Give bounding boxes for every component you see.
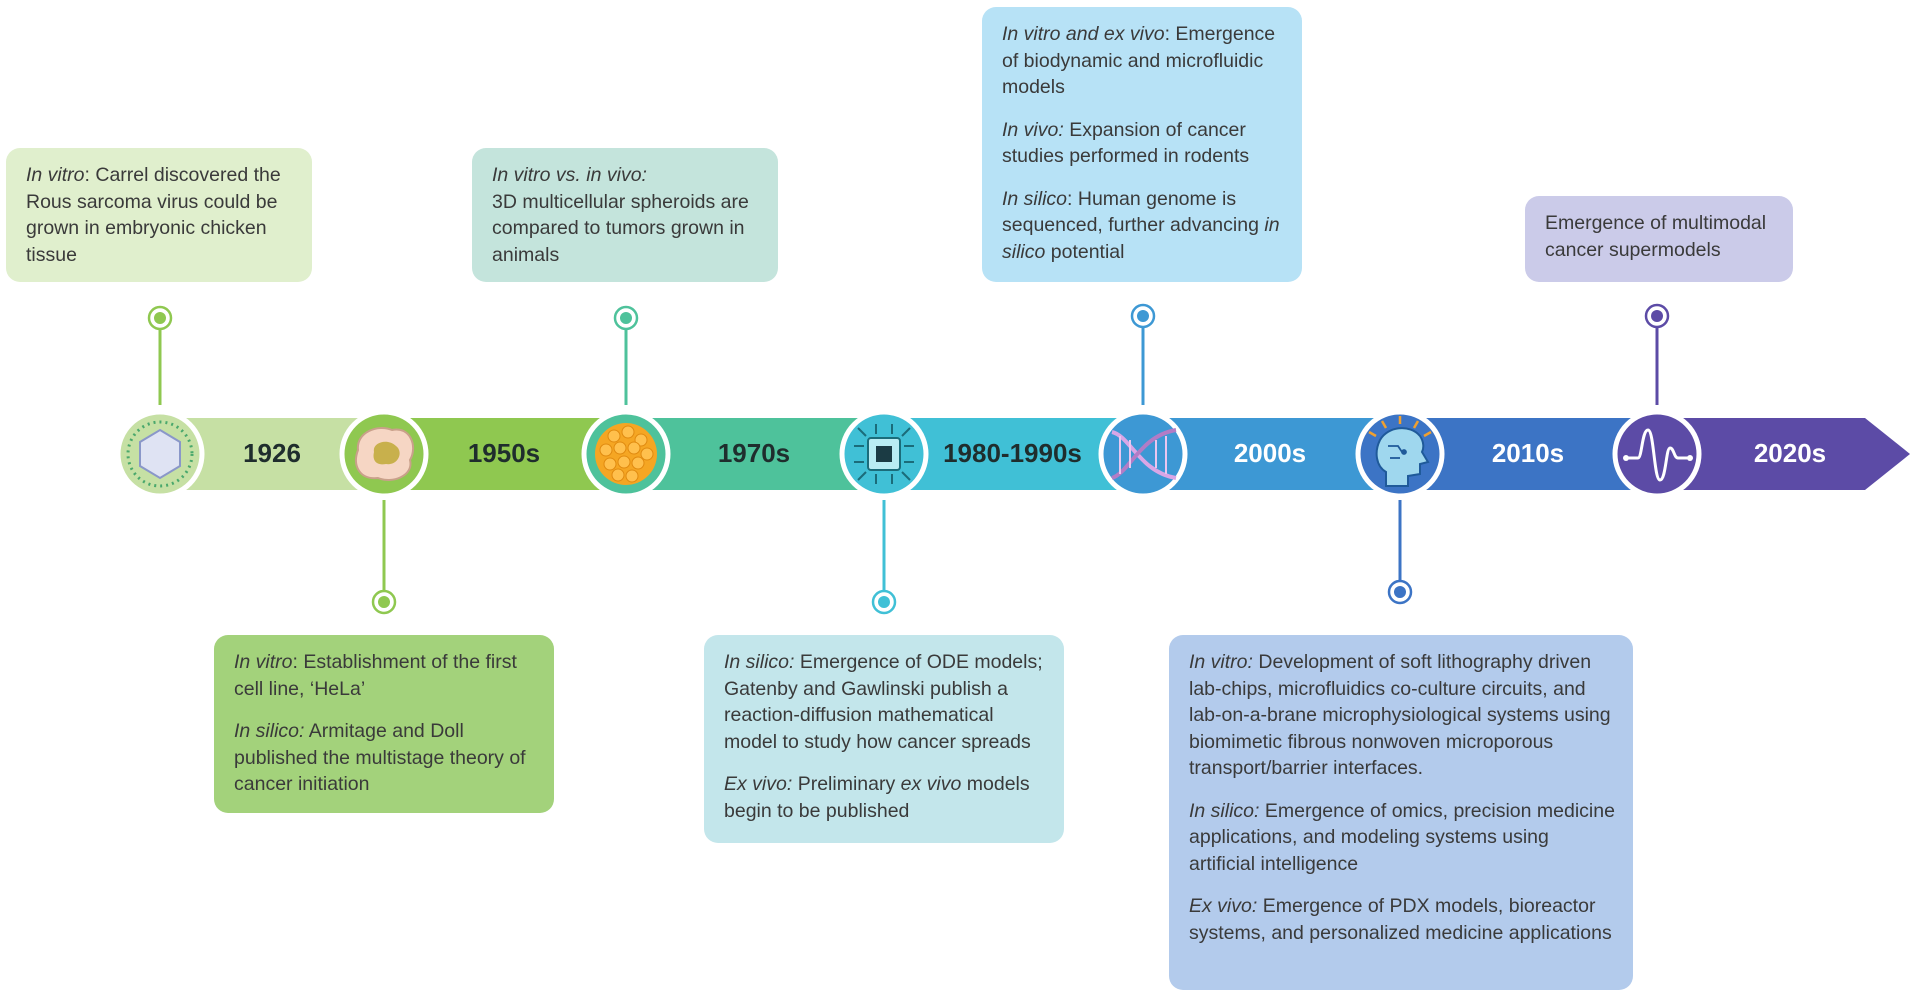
virus-icon [115, 409, 205, 499]
event-1980s-insilico: In silico: Emergence of ODE models; Gate… [724, 649, 1046, 755]
event-2010s-exvivo: Ex vivo: Emergence of PDX models, biorea… [1189, 893, 1615, 946]
connector-dot-core-1950s [378, 596, 390, 608]
microchip-icon [839, 409, 929, 499]
method-label: In vivo: [1002, 118, 1064, 141]
method-label: In silico: [1189, 799, 1260, 822]
event-1980s-exvivo: Ex vivo: Preliminary ex vivo models begi… [724, 771, 1046, 824]
event-2000s-insilico: In silico: Human genome is sequenced, fu… [1002, 186, 1284, 266]
event-description: : Human genome is sequenced, further adv… [1002, 187, 1265, 237]
method-label: In silico: [724, 651, 795, 673]
event-description: Emergence of ODE models; Gatenby and Gaw… [724, 651, 1043, 753]
method-label: ex vivo [900, 773, 962, 795]
event-box-1950s: In vitro: Establishment of the first cel… [214, 635, 554, 813]
year-label-2000s: 2000s [1233, 438, 1307, 468]
event-description: Emergence of PDX models, bioreactor syst… [1189, 895, 1612, 944]
event-description: : Establishment of the first cell line, … [234, 651, 517, 700]
event-description: Armitage and Doll published the multista… [234, 720, 526, 795]
method-label: Ex vivo: [1189, 895, 1258, 917]
connector-dot-core-2020s [1651, 310, 1663, 322]
event-description: potential [1045, 240, 1125, 263]
period-icons [115, 409, 1702, 499]
event-description: models begin to be published [724, 773, 1030, 822]
method-label: In silico: [234, 720, 305, 742]
event-box-2020s: Emergence of multimodal cancer supermode… [1525, 196, 1793, 282]
event-box-2000s: In vitro and ex vivo: Emergence of biody… [982, 7, 1302, 282]
event-description: 3D multicellular spheroids are compared … [492, 190, 749, 266]
method-label: Ex vivo: [724, 773, 793, 795]
year-label-1950s: 1950s [467, 438, 541, 468]
event-description: : Emergence of biodynamic and microfluid… [1002, 23, 1276, 98]
event-2010s-insilico: In silico: Emergence of omics, precision… [1189, 798, 1615, 878]
connectors [147, 303, 1670, 615]
year-label-1926: 1926 [243, 438, 301, 468]
event-1950s-invitro: In vitro: Establishment of the first cel… [234, 649, 536, 702]
method-label: In vitro [234, 651, 293, 673]
dna-icon [1098, 409, 1188, 499]
event-box-2010s: In vitro: Development of soft lithograph… [1169, 635, 1633, 990]
method-label: in silico [1002, 214, 1280, 263]
connector-dot-core-1970s [620, 312, 632, 324]
method-label: In silico [1002, 187, 1068, 210]
event-2000s-invitro-exvivo: In vitro and ex vivo: Emergence of biody… [1002, 21, 1284, 101]
event-description: : Carrel discovered the Rous sarcoma vir… [26, 164, 281, 266]
event-description: Preliminary [792, 773, 901, 795]
event-description: Expansion of cancer studies performed in… [1002, 118, 1250, 168]
connector-dot-core-2010s [1394, 586, 1406, 598]
event-box-1980-1990s: In silico: Emergence of ODE models; Gate… [704, 635, 1064, 843]
method-label: In vitro: [1189, 651, 1253, 673]
year-label-1980-1990s: 1980-1990s [943, 438, 1082, 468]
connector-dot-core-2000s [1137, 310, 1149, 322]
event-1970s-text: In vitro vs. in vivo: 3D multicellular sp… [492, 162, 760, 268]
event-box-1926: In vitro: Carrel discovered the Rous sar… [6, 148, 312, 282]
year-label-2020s: 2020s [1753, 438, 1827, 468]
waveform-icon [1612, 409, 1702, 499]
method-label: In vitro and ex vivo [1002, 23, 1165, 45]
event-2010s-invitro: In vitro: Development of soft lithograph… [1189, 649, 1615, 782]
spheroid-icon [581, 409, 671, 499]
event-description: Emergence of omics, precision medicine a… [1189, 799, 1615, 875]
band-segment-2020s-arrowhead [1655, 418, 1910, 490]
event-description: Development of soft lithography driven l… [1189, 651, 1611, 779]
method-label: In vitro [26, 164, 85, 186]
ai-head-icon [1355, 409, 1445, 499]
event-2000s-invivo: In vivo: Expansion of cancer studies per… [1002, 117, 1284, 170]
event-1950s-insilico: In silico: Armitage and Doll published t… [234, 718, 536, 798]
event-box-1970s: In vitro vs. in vivo: 3D multicellular sp… [472, 148, 778, 282]
year-label-1970s: 1970s [717, 438, 791, 468]
event-2020s-text: Emergence of multimodal cancer supermode… [1545, 212, 1767, 261]
connector-dot-core-1980-1990s [878, 596, 890, 608]
cell-icon [339, 409, 429, 499]
connector-dot-core-1926 [154, 312, 166, 324]
method-label: In vitro vs. in vivo: [492, 164, 647, 186]
event-1926-text: In vitro: Carrel discovered the Rous sar… [26, 162, 294, 268]
year-label-2010s: 2010s [1491, 438, 1565, 468]
